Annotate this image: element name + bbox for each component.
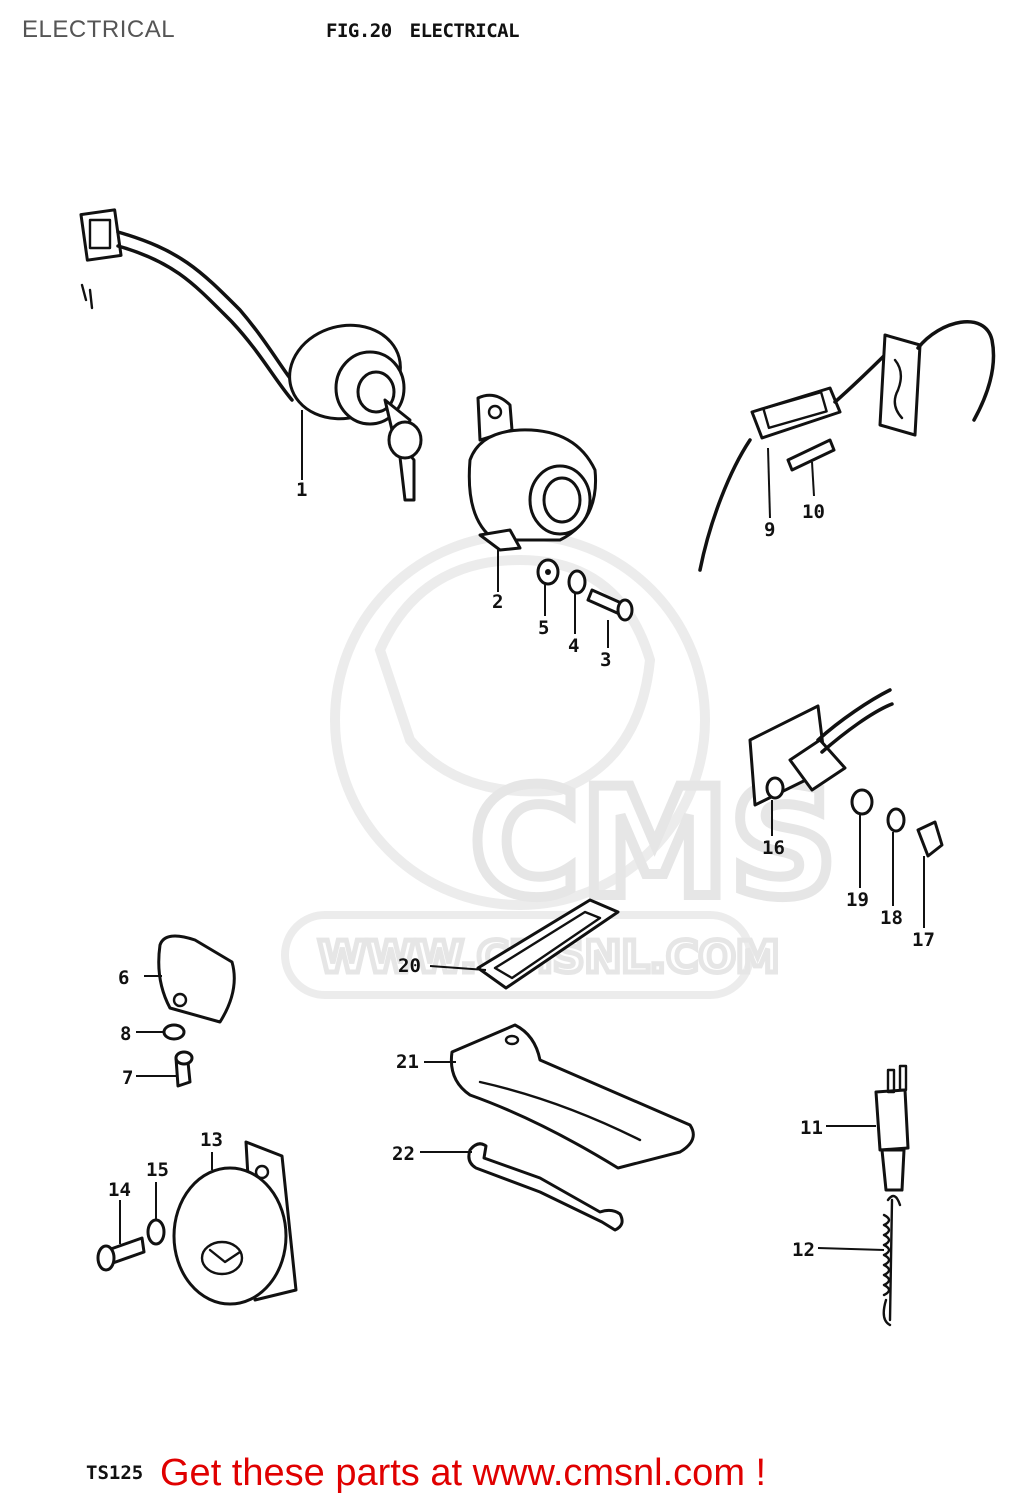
callout-2: 2 xyxy=(492,591,503,613)
figure-title: FIG.20 ELECTRICAL xyxy=(326,20,520,42)
callout-19: 19 xyxy=(846,889,869,911)
callout-7: 7 xyxy=(122,1067,133,1089)
callout-16: 16 xyxy=(762,837,785,859)
battery-band-part xyxy=(476,898,620,990)
ignition-switch-part xyxy=(79,208,423,502)
leader-lines xyxy=(119,410,925,1251)
callout-17: 17 xyxy=(912,929,935,951)
callout-1: 1 xyxy=(296,479,307,501)
wrench-part xyxy=(467,1142,624,1232)
cap-part xyxy=(157,934,236,1088)
callout-11: 11 xyxy=(800,1117,823,1139)
callout-15: 15 xyxy=(146,1159,169,1181)
relay-box-part xyxy=(467,393,598,552)
figure-name: ELECTRICAL xyxy=(409,20,520,42)
callout-labels: 1 2 3 4 5 6 7 8 9 10 11 12 13 14 15 16 1… xyxy=(108,479,935,1261)
parts-banner-link[interactable]: Get these parts at www.cmsnl.com ! xyxy=(160,1452,767,1494)
callout-4: 4 xyxy=(568,635,579,657)
fuse-holder-part xyxy=(698,320,996,572)
screw-washer-parts xyxy=(536,558,634,622)
neutral-switch-part xyxy=(748,688,944,858)
callout-5: 5 xyxy=(538,617,549,639)
callout-9: 9 xyxy=(764,519,775,541)
callout-8: 8 xyxy=(120,1023,131,1045)
model-code: TS125 xyxy=(86,1462,144,1484)
horn-part xyxy=(96,1140,298,1306)
callout-14: 14 xyxy=(108,1179,131,1201)
callout-21: 21 xyxy=(396,1051,419,1073)
figure-number: FIG.20 xyxy=(326,20,392,42)
callout-18: 18 xyxy=(880,907,903,929)
callout-12: 12 xyxy=(792,1239,815,1261)
callout-20: 20 xyxy=(398,955,421,977)
callout-3: 3 xyxy=(600,649,611,671)
tool-bag-part xyxy=(449,1023,695,1170)
callout-10: 10 xyxy=(802,501,825,523)
brake-switch-part xyxy=(874,1064,910,1327)
callout-22: 22 xyxy=(392,1143,415,1165)
callout-13: 13 xyxy=(200,1129,223,1151)
callout-6: 6 xyxy=(118,967,129,989)
page-label: ELECTRICAL xyxy=(22,16,176,43)
